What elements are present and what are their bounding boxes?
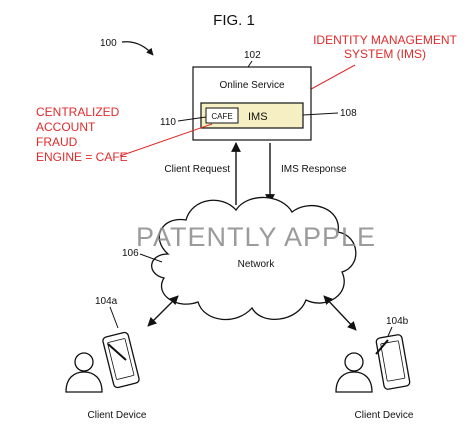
left-device-ref: 104a	[95, 296, 118, 307]
ims-ref-leader	[302, 112, 339, 116]
network-ref: 106	[122, 248, 139, 259]
cafe-box	[205, 107, 239, 124]
right-device-link	[323, 295, 357, 331]
cafe-annotation-line-1: CENTRALIZED	[36, 105, 120, 119]
client-request-label: Client Request	[164, 164, 230, 175]
cafe-annotation-line-2: ACCOUNT	[36, 120, 96, 134]
left-device-label: Client Device	[88, 410, 147, 421]
right-tablet-icon	[375, 334, 411, 390]
cafe-annotation-line-3: FRAUD	[36, 135, 78, 149]
ims-response-label: IMS Response	[281, 164, 347, 175]
network-cloud	[151, 196, 357, 321]
left-device-link	[147, 295, 179, 327]
figure-title: FIG. 1	[213, 12, 255, 29]
cafe-annotation-leader	[119, 123, 213, 157]
ims-annotation-line-1: IDENTITY MANAGEMENT	[313, 33, 457, 47]
network-ref-leader	[139, 253, 163, 263]
cafe-label: CAFE	[211, 112, 232, 121]
left-device-ref-leader	[109, 306, 119, 329]
online-service-ref: 102	[244, 50, 261, 61]
ims-ref: 108	[340, 108, 357, 119]
system-ref-arrow	[121, 41, 154, 56]
cafe-ref-leader	[177, 116, 207, 122]
left-user-icon	[65, 352, 103, 393]
online-service-label: Online Service	[219, 80, 284, 91]
watermark-text: PATENTLY APPLE	[136, 222, 376, 252]
right-user-icon	[335, 352, 373, 393]
left-tablet-icon	[102, 331, 140, 389]
right-device-ref: 104b	[386, 316, 409, 327]
ims-label: IMS	[248, 111, 268, 123]
online-service-ref-leader	[247, 60, 253, 68]
right-device-label: Client Device	[355, 410, 414, 421]
right-device-ref-leader	[387, 326, 393, 337]
network-label: Network	[238, 259, 276, 270]
ims-annotation-line-2: SYSTEM (IMS)	[344, 47, 426, 61]
cafe-ref: 110	[160, 117, 176, 128]
cafe-annotation-line-4: ENGINE = CAFE	[36, 150, 128, 164]
system-ref-label: 100	[100, 38, 117, 49]
